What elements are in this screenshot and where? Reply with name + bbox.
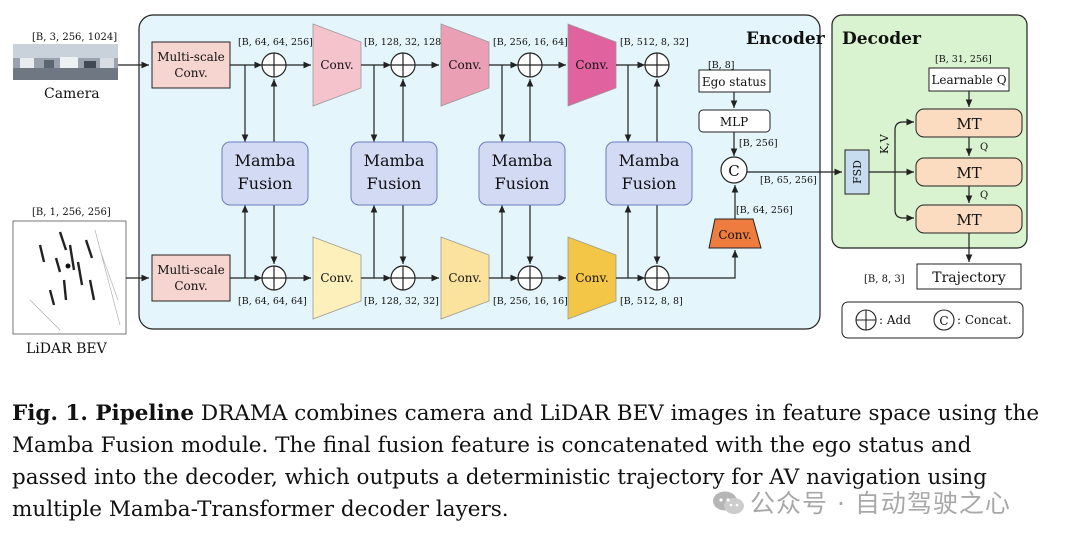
lidar-shape-1: [B, 64, 64, 64] xyxy=(238,296,307,307)
ego-status-box: Ego status xyxy=(698,69,771,93)
camera-label: Camera xyxy=(44,86,100,102)
lidar-add-2 xyxy=(390,265,416,291)
add-legend-label: : Add xyxy=(879,313,911,327)
svg-text:Conv.: Conv. xyxy=(320,271,353,285)
svg-text:Multi-scale: Multi-scale xyxy=(157,263,225,277)
mamba-fusion-2: Mamba Fusion xyxy=(350,141,438,206)
camera-conv-3: Conv. xyxy=(567,23,617,107)
svg-text:Mamba: Mamba xyxy=(235,151,296,170)
svg-text:Ego status: Ego status xyxy=(702,75,766,89)
svg-text:Conv.: Conv. xyxy=(174,279,207,293)
fusion-conv: Conv. xyxy=(708,218,762,249)
svg-text:Mamba: Mamba xyxy=(492,151,553,170)
lidar-add-3 xyxy=(517,265,543,291)
mt-layer-1: MT xyxy=(915,108,1023,138)
svg-text:Conv.: Conv. xyxy=(320,58,353,72)
trajectory-box: Trajectory xyxy=(916,263,1022,290)
svg-text:Fusion: Fusion xyxy=(622,174,677,193)
svg-text:Mamba: Mamba xyxy=(619,151,680,170)
lidar-add-1 xyxy=(261,265,287,291)
camera-shape-1: [B, 64, 64, 256] xyxy=(238,37,313,48)
camera-conv-1: Conv. xyxy=(312,23,362,107)
lidar-label: LiDAR BEV xyxy=(26,341,108,357)
camera-conv-2: Conv. xyxy=(440,23,490,107)
svg-text:MT: MT xyxy=(956,164,981,182)
wechat-icon xyxy=(713,491,744,514)
lidar-shape-3: [B, 256, 16, 16] xyxy=(493,296,568,307)
concat-out-shape: [B, 65, 256] xyxy=(760,175,817,186)
mamba-fusion-3: Mamba Fusion xyxy=(478,141,566,206)
caption-text: DRAMA combines camera and LiDAR BEV imag… xyxy=(12,401,1040,522)
svg-text:Mamba: Mamba xyxy=(364,151,425,170)
watermark-text: 公众号 · 自动驾驶之心 xyxy=(750,489,1011,518)
trajectory-shape: [B, 8, 3] xyxy=(864,274,905,285)
camera-shape: [B, 3, 256, 1024] xyxy=(32,32,117,43)
learnable-q-box: Learnable Q xyxy=(928,67,1010,92)
svg-text:MT: MT xyxy=(956,115,981,133)
camera-shape-4: [B, 512, 8, 32] xyxy=(620,37,689,48)
q-label-1: Q xyxy=(980,142,988,153)
svg-text:Fusion: Fusion xyxy=(495,174,550,193)
watermark: 公众号 · 自动驾驶之心 xyxy=(712,484,1011,520)
svg-text:Fusion: Fusion xyxy=(238,174,293,193)
camera-add-3 xyxy=(517,52,543,78)
concat-node: C xyxy=(720,156,748,184)
mt-layer-3: MT xyxy=(915,204,1023,234)
mamba-fusion-4: Mamba Fusion xyxy=(605,141,693,206)
caption-title: Fig. 1. Pipeline xyxy=(12,401,195,426)
mamba-fusion-1: Mamba Fusion xyxy=(221,141,309,206)
svg-text:Conv.: Conv. xyxy=(448,58,481,72)
camera-multiscale-conv: Multi-scale Conv. xyxy=(151,41,231,89)
lidar-shape-4: [B, 512, 8, 8] xyxy=(620,296,683,307)
concat-legend-label: : Concat. xyxy=(957,313,1012,327)
camera-image xyxy=(13,44,118,80)
svg-text:MT: MT xyxy=(956,211,981,229)
svg-text:Conv.: Conv. xyxy=(575,58,608,72)
ego-shape: [B, 8] xyxy=(708,60,734,71)
fusion-conv-shape: [B, 64, 256] xyxy=(736,205,793,216)
svg-text:MLP: MLP xyxy=(720,115,748,129)
lidar-conv-1: Conv. xyxy=(312,236,362,320)
lidar-shape-2: [B, 128, 32, 32] xyxy=(364,296,439,307)
svg-text:Multi-scale: Multi-scale xyxy=(157,50,225,64)
svg-text:C: C xyxy=(939,314,948,328)
svg-text:FSD: FSD xyxy=(851,160,864,184)
svg-text:C: C xyxy=(728,162,739,180)
camera-shape-3: [B, 256, 16, 64] xyxy=(493,37,568,48)
svg-text:Conv.: Conv. xyxy=(575,271,608,285)
lidar-multiscale-conv: Multi-scale Conv. xyxy=(151,254,231,302)
decoder-title: Decoder xyxy=(842,29,922,49)
lidar-conv-3: Conv. xyxy=(567,236,617,320)
lidar-shape: [B, 1, 256, 256] xyxy=(32,207,111,218)
svg-text:Trajectory: Trajectory xyxy=(932,270,1006,286)
svg-text:Conv.: Conv. xyxy=(448,271,481,285)
camera-add-4 xyxy=(644,52,670,78)
learnable-q-shape: [B, 31, 256] xyxy=(935,54,992,65)
mlp-box: MLP xyxy=(698,109,771,133)
lidar-add-4 xyxy=(644,265,670,291)
svg-text:Conv.: Conv. xyxy=(174,66,207,80)
encoder-title: Encoder xyxy=(746,29,826,49)
figure-caption: Fig. 1. Pipeline DRAMA combines camera a… xyxy=(12,398,1042,526)
camera-shape-2: [B, 128, 32, 128] xyxy=(364,37,445,48)
camera-add-2 xyxy=(390,52,416,78)
q-label-2: Q xyxy=(980,190,988,201)
kv-label: K,V xyxy=(878,133,891,154)
lidar-conv-2: Conv. xyxy=(440,236,490,320)
camera-add-1 xyxy=(261,52,287,78)
svg-text:Fusion: Fusion xyxy=(367,174,422,193)
mt-layer-2: MT xyxy=(915,157,1023,187)
add-legend-icon xyxy=(855,309,877,331)
svg-text:Conv.: Conv. xyxy=(718,228,751,242)
fsd-box: FSD xyxy=(844,149,870,195)
svg-text:Learnable Q: Learnable Q xyxy=(931,73,1006,87)
lidar-bev-image xyxy=(12,220,127,335)
legend-box: : Add C : Concat. xyxy=(841,301,1024,339)
mlp-out-shape: [B, 256] xyxy=(739,138,778,149)
concat-legend-icon: C xyxy=(933,309,955,331)
